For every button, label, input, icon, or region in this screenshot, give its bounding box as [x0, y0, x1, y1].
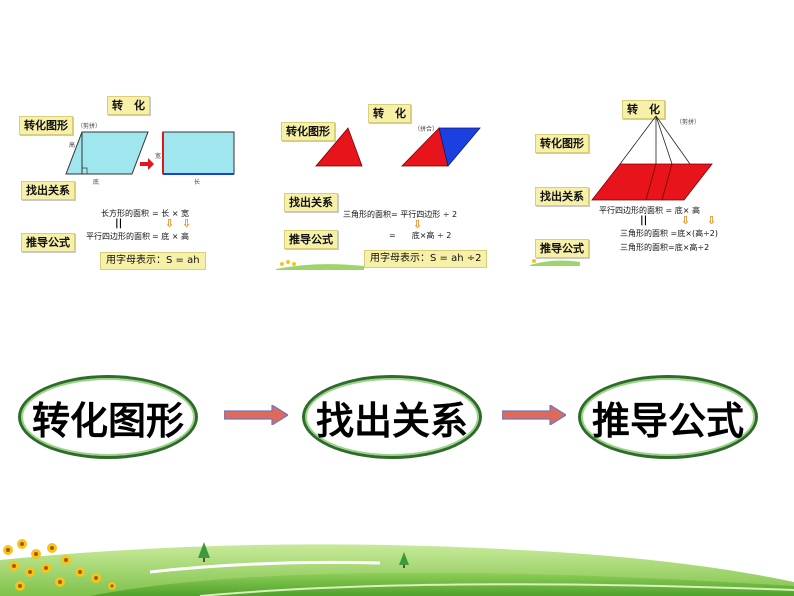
panel1-rel1-right: = 长 × 宽 [152, 209, 190, 218]
panel1-rel2-right: = 底 × 高 [152, 232, 190, 241]
tree-2 [399, 552, 409, 568]
flow-step-formula: 推导公式 [578, 375, 758, 459]
panel1-rel2-left: 平行四边形的面积 [86, 232, 150, 241]
tree-1 [198, 542, 210, 562]
grass-landscape [0, 539, 794, 596]
panel3-shapes [591, 115, 713, 201]
panel1-step-formula: 推导公式 [21, 233, 75, 252]
panel3-rel2: 三角形的面积 =底×(高÷2) [620, 229, 718, 238]
panel2-rel2: = 底×高 ÷ 2 [389, 231, 452, 240]
panel1-eq-mark: || [115, 218, 123, 229]
panel2-rel1: 三角形的面积= 平行四边形 ÷ 2 [343, 210, 458, 219]
panel3-arrow-2: ⇩ [707, 214, 717, 227]
panel1-step-relation: 找出关系 [21, 181, 75, 200]
panel3-step-relation: 找出关系 [535, 187, 589, 206]
blue-triangle [438, 127, 481, 167]
panel3-note: （剪拼） [676, 119, 701, 126]
panel2-formula: 用字母表示：S = ah ÷2 [364, 250, 488, 268]
panel2-grass-strip [276, 260, 364, 270]
panel1-arrow-2: ⇩ [182, 217, 192, 230]
panel3-arrow-1: ⇩ [681, 214, 691, 227]
panel2-step-formula: 推导公式 [284, 230, 338, 249]
flowers [3, 539, 116, 591]
flow-step-relation: 找出关系 [302, 375, 482, 459]
flow-arrow-2 [502, 405, 566, 425]
panel1-note: （剪拼） [77, 123, 102, 130]
panel1-step-transform: 转化图形 [19, 116, 73, 135]
parallelogram [65, 131, 149, 175]
panel3-rel1: 平行四边形的面积 = 底× 高 [599, 206, 701, 215]
panel3-step-transform: 转化图形 [535, 134, 589, 153]
panel2-shapes [315, 127, 481, 167]
panel1-length-label: 长 [194, 179, 201, 186]
panel1-width-label: 宽 [155, 153, 162, 160]
panel3-title: 转 化 [622, 100, 665, 119]
panel1-base-label: 底 [93, 179, 100, 186]
red-parallelogram [591, 163, 713, 201]
panel1-rel1-left: 长方形的面积 [101, 209, 149, 218]
panel3-eq-mark: || [640, 215, 648, 226]
panel1-title: 转 化 [107, 96, 150, 115]
panel1-formula: 用字母表示：S = ah [100, 252, 206, 270]
panel3-rel3: 三角形的面积=底×高÷2 [620, 243, 710, 252]
right-angle-mark [81, 167, 88, 175]
flow-arrow-1 [224, 405, 288, 425]
panel3-step-formula: 推导公式 [535, 239, 589, 258]
panel2-arrow: ⇩ [413, 218, 423, 231]
panel2-step-relation: 找出关系 [284, 193, 338, 212]
panel1-tall-label: 高 [69, 142, 76, 149]
rectangle [162, 131, 235, 175]
panel3-grass-strip [530, 259, 580, 266]
panel1-arrow-1: ⇩ [165, 217, 175, 230]
red-triangle [315, 127, 363, 167]
panel2-note: （拼合） [414, 126, 439, 133]
panel2-title: 转 化 [368, 104, 411, 123]
panel2-step-transform: 转化图形 [281, 122, 335, 141]
panel1-shapes [65, 131, 235, 175]
red-arrow [140, 158, 154, 170]
flow-step-transform: 转化图形 [18, 375, 198, 459]
